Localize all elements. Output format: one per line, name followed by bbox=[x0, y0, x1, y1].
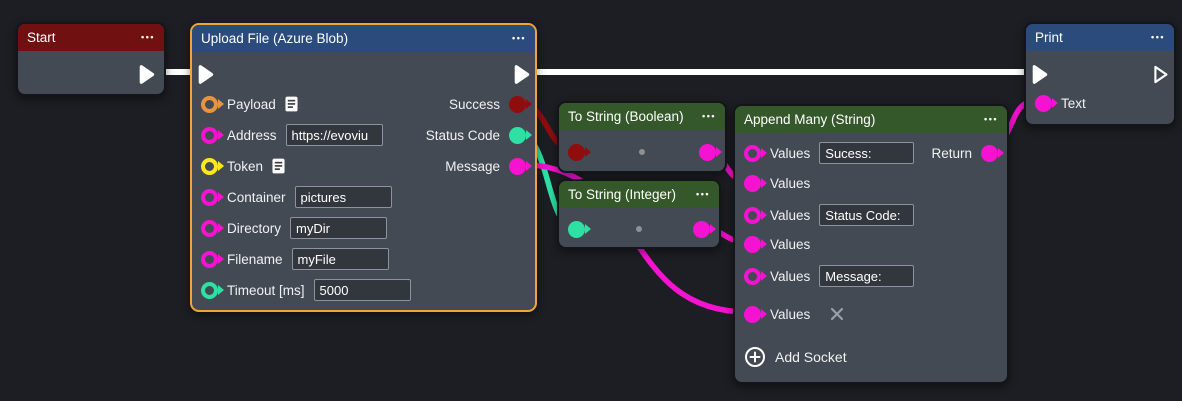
menu-icon[interactable]: ••• bbox=[512, 33, 526, 43]
add-socket-label: Add Socket bbox=[775, 349, 847, 365]
input-label-text: Text bbox=[1061, 95, 1086, 111]
node-to-string-integer[interactable]: To String (Integer) ••• bbox=[557, 179, 721, 249]
add-socket-button[interactable]: Add Socket bbox=[744, 342, 998, 372]
exec-input-socket[interactable] bbox=[1031, 64, 1048, 85]
values-3-input[interactable] bbox=[819, 204, 915, 226]
node-to-string-boolean[interactable]: To String (Boolean) ••• bbox=[557, 101, 727, 173]
node-start-header[interactable]: Start ••• bbox=[18, 24, 164, 51]
input-label-timeout: Timeout [ms] bbox=[227, 282, 305, 298]
input-socket-integer[interactable] bbox=[568, 220, 585, 238]
container-input[interactable] bbox=[294, 186, 392, 208]
filename-input[interactable] bbox=[291, 248, 389, 270]
output-label-status-code: Status Code bbox=[425, 127, 500, 143]
output-socket-string[interactable] bbox=[693, 220, 710, 238]
input-socket-directory[interactable] bbox=[201, 219, 218, 237]
node-title: Append Many (String) bbox=[744, 112, 876, 127]
timeout-input[interactable] bbox=[313, 279, 411, 301]
input-label-values-2: Values bbox=[770, 175, 811, 191]
output-label-return: Return bbox=[931, 145, 972, 161]
exec-output-socket[interactable] bbox=[513, 64, 530, 85]
input-socket-text[interactable] bbox=[1035, 94, 1052, 112]
input-label-filename: Filename bbox=[227, 251, 283, 267]
exec-output-socket[interactable] bbox=[138, 64, 155, 85]
input-socket-token[interactable] bbox=[201, 157, 218, 175]
node-to-string-integer-header[interactable]: To String (Integer) ••• bbox=[559, 181, 719, 208]
output-socket-string[interactable] bbox=[699, 143, 716, 161]
input-label-values-4: Values bbox=[770, 236, 811, 252]
add-socket-icon bbox=[745, 347, 765, 367]
collapsed-control-dot bbox=[636, 226, 642, 232]
document-icon bbox=[272, 158, 285, 174]
node-title: Upload File (Azure Blob) bbox=[201, 31, 349, 46]
document-icon bbox=[285, 96, 298, 112]
node-print-header[interactable]: Print ••• bbox=[1026, 24, 1174, 51]
node-upload-file-azure-blob[interactable]: Upload File (Azure Blob) ••• Payload bbox=[190, 23, 537, 312]
input-socket-values-6[interactable] bbox=[744, 305, 761, 323]
input-socket-values-5[interactable] bbox=[744, 267, 761, 285]
input-socket-payload[interactable] bbox=[201, 95, 218, 113]
node-start[interactable]: Start ••• bbox=[16, 22, 166, 96]
menu-icon[interactable]: ••• bbox=[984, 114, 998, 124]
input-socket-values-1[interactable] bbox=[744, 144, 761, 162]
output-socket-success[interactable] bbox=[509, 95, 526, 113]
node-upload-header[interactable]: Upload File (Azure Blob) ••• bbox=[192, 25, 535, 52]
menu-icon[interactable]: ••• bbox=[141, 32, 155, 42]
input-label-values-5: Values bbox=[770, 268, 811, 284]
output-socket-status-code[interactable] bbox=[509, 126, 526, 144]
values-5-input[interactable] bbox=[819, 265, 915, 287]
input-socket-values-4[interactable] bbox=[744, 235, 761, 253]
input-label-token: Token bbox=[227, 158, 264, 174]
address-input[interactable] bbox=[285, 124, 383, 146]
input-label-payload: Payload bbox=[227, 96, 276, 112]
input-socket-boolean[interactable] bbox=[568, 143, 585, 161]
input-label-values-3: Values bbox=[770, 207, 811, 223]
input-socket-container[interactable] bbox=[201, 188, 218, 206]
values-1-input[interactable] bbox=[819, 142, 915, 164]
node-title: To String (Integer) bbox=[568, 187, 677, 202]
node-print[interactable]: Print ••• Text bbox=[1024, 22, 1176, 126]
input-socket-timeout[interactable] bbox=[201, 281, 218, 299]
exec-output-socket[interactable] bbox=[1152, 64, 1169, 85]
output-label-message: Message bbox=[445, 158, 500, 174]
menu-icon[interactable]: ••• bbox=[696, 189, 710, 199]
output-socket-return[interactable] bbox=[981, 144, 998, 162]
input-label-directory: Directory bbox=[227, 220, 282, 236]
menu-icon[interactable]: ••• bbox=[1151, 32, 1165, 42]
output-label-success: Success bbox=[448, 96, 500, 112]
node-title: To String (Boolean) bbox=[568, 109, 684, 124]
input-socket-filename[interactable] bbox=[201, 250, 218, 268]
input-socket-values-3[interactable] bbox=[744, 206, 761, 224]
exec-input-socket[interactable] bbox=[197, 64, 214, 85]
output-socket-message[interactable] bbox=[509, 157, 526, 175]
directory-input[interactable] bbox=[290, 217, 388, 239]
input-label-address: Address bbox=[227, 127, 277, 143]
collapsed-control-dot bbox=[639, 149, 645, 155]
input-socket-values-2[interactable] bbox=[744, 174, 761, 192]
input-label-values-6: Values bbox=[770, 306, 811, 322]
remove-socket-icon[interactable] bbox=[829, 306, 845, 322]
input-label-values-1: Values bbox=[770, 145, 811, 161]
node-append-many-string[interactable]: Append Many (String) ••• Values Return V… bbox=[733, 104, 1009, 384]
node-to-string-boolean-header[interactable]: To String (Boolean) ••• bbox=[559, 103, 725, 130]
node-append-many-header[interactable]: Append Many (String) ••• bbox=[735, 106, 1007, 133]
node-title: Print bbox=[1035, 30, 1063, 45]
input-label-container: Container bbox=[227, 189, 286, 205]
node-title: Start bbox=[27, 30, 56, 45]
input-socket-address[interactable] bbox=[201, 126, 218, 144]
menu-icon[interactable]: ••• bbox=[702, 111, 716, 121]
